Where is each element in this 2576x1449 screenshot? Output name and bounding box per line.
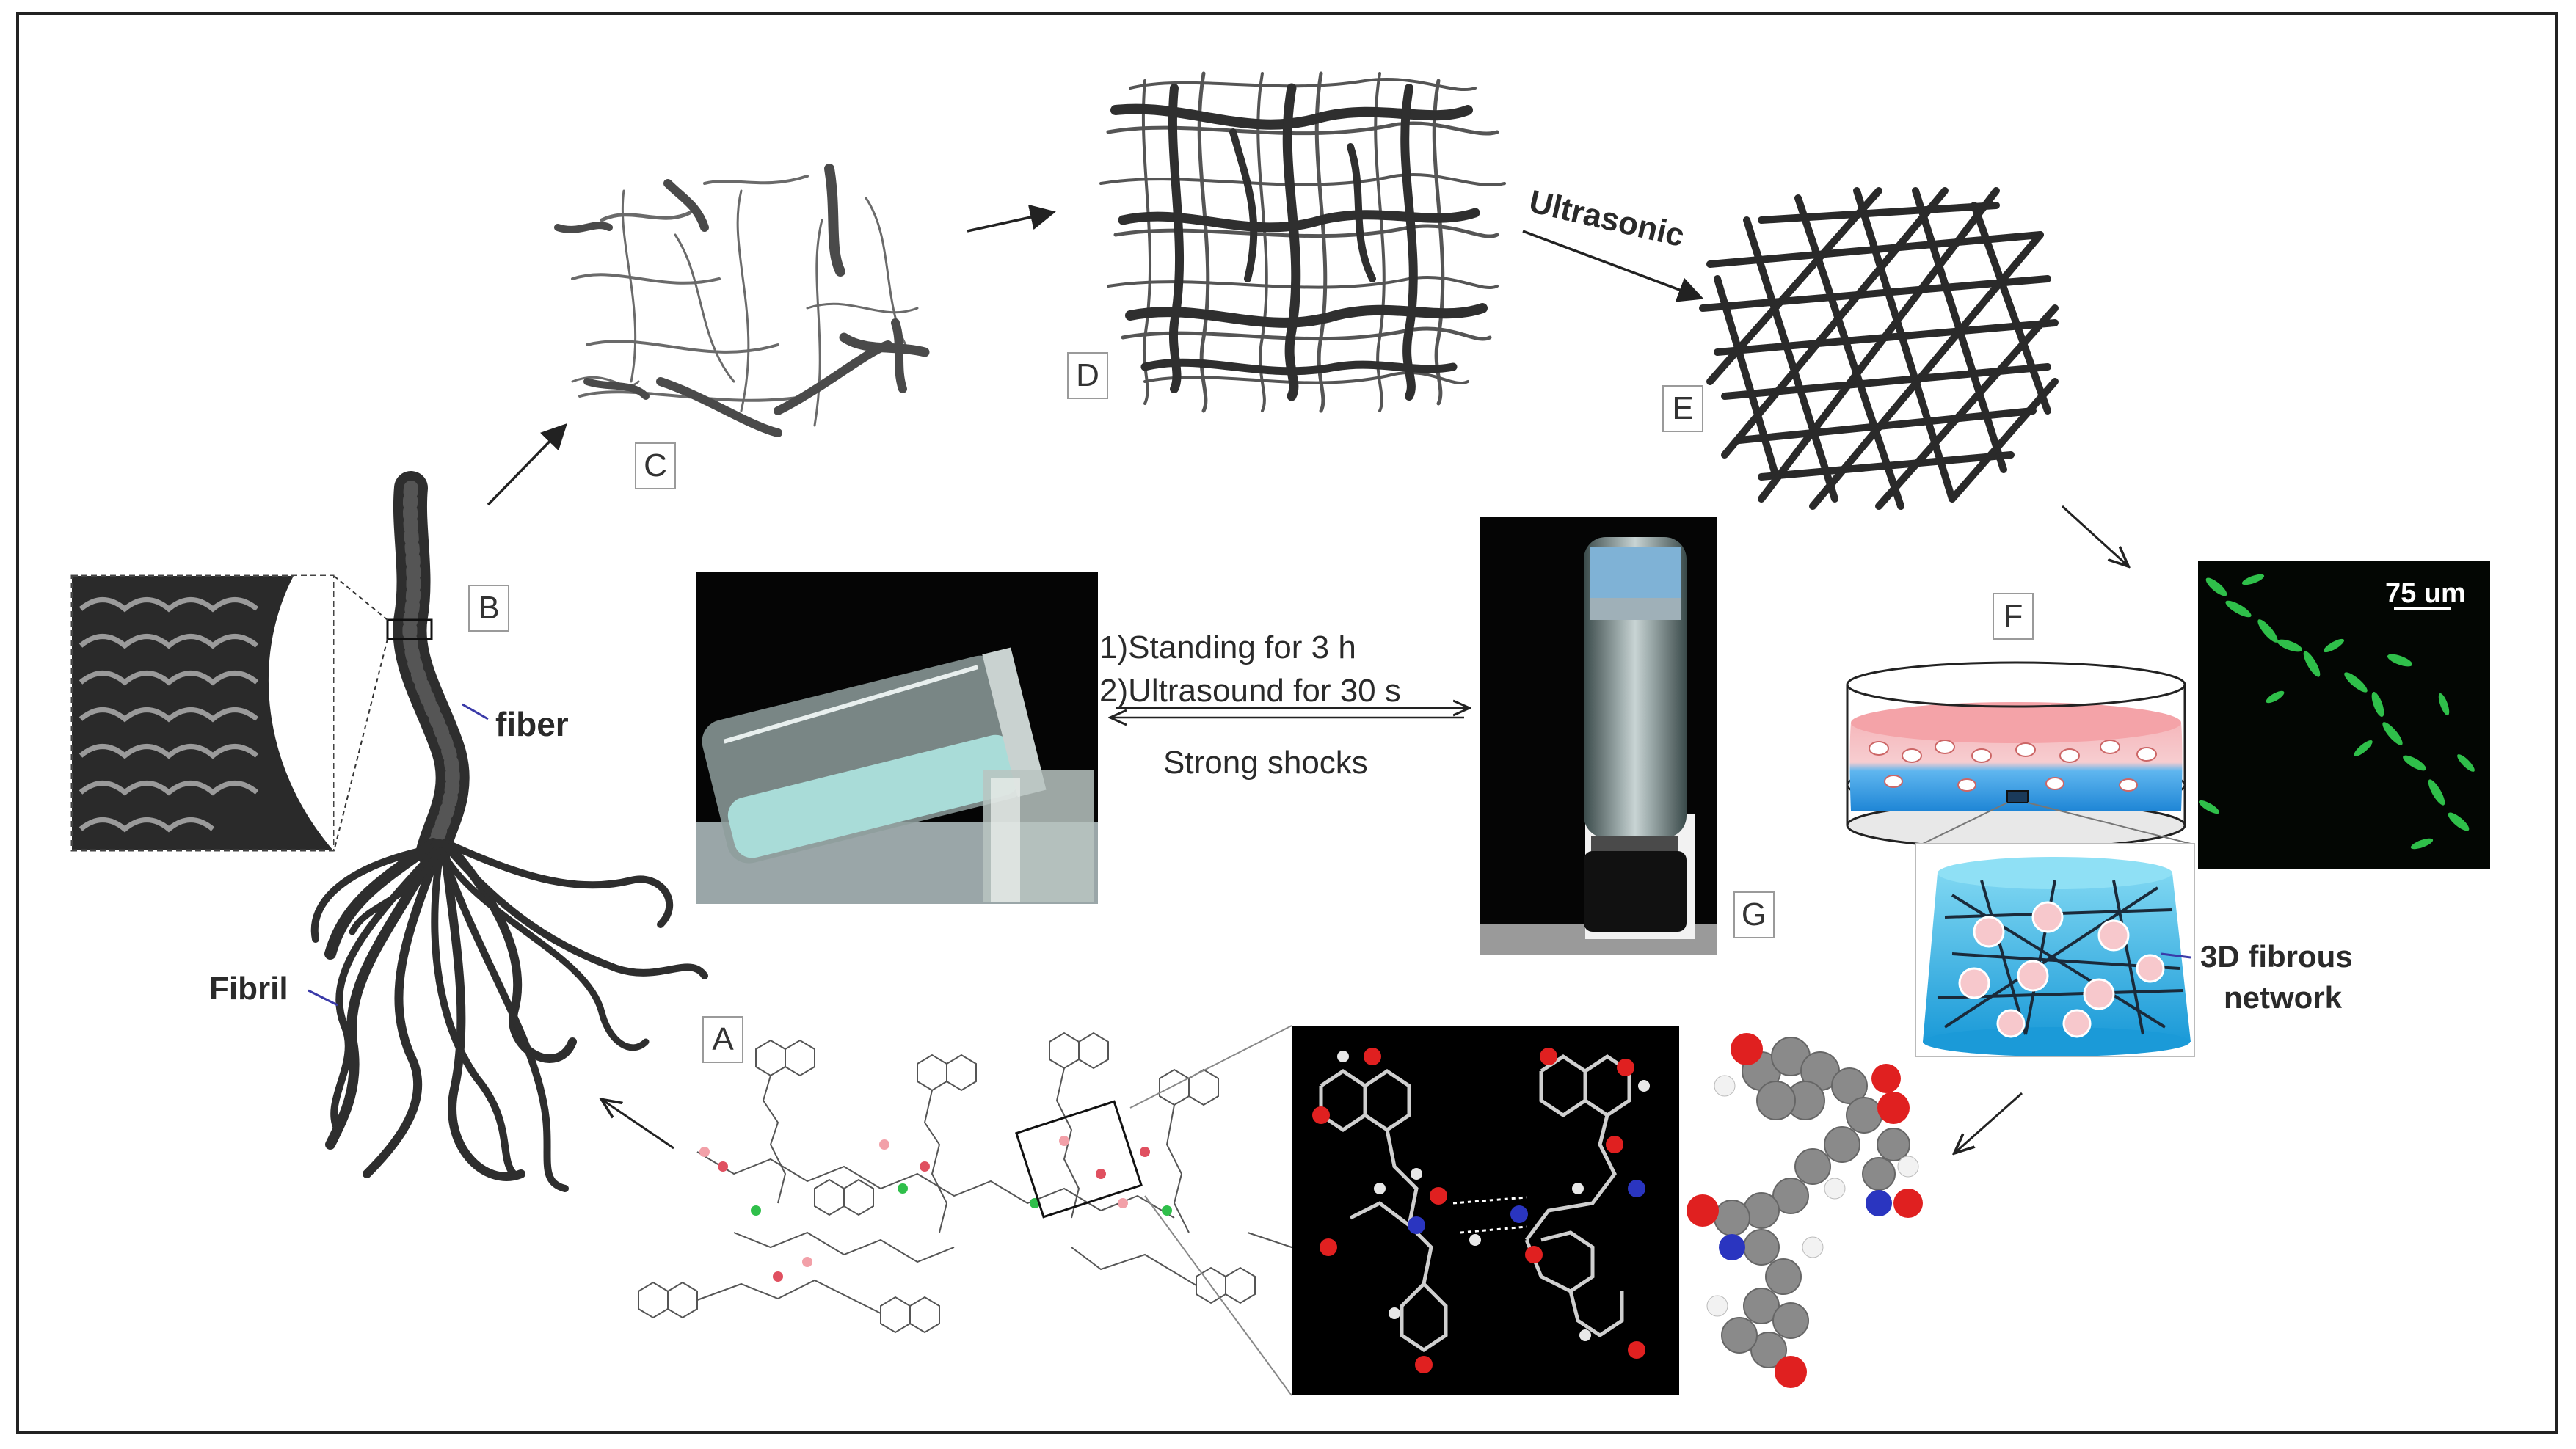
fibrous-network-zoom (1915, 843, 2195, 1057)
sparse-fiber-thick (554, 164, 930, 437)
vial-photo-gel (1480, 517, 1717, 955)
arrow-e-to-f (2061, 505, 2127, 565)
process-step-1: 1)Standing for 3 h (1099, 629, 1356, 665)
panel-label-g: G (1733, 891, 1775, 938)
fiber-zoom-inset (70, 574, 335, 852)
vial-photo-sol (696, 572, 1098, 904)
panel-label-d: D (1067, 352, 1108, 399)
zoom-region-marker (386, 618, 433, 640)
fiber-bundle-drawing (310, 471, 708, 1192)
arrow-d-to-e (1522, 230, 1704, 302)
hbond-region-marker (1014, 1100, 1143, 1219)
arrow-a-to-fibril (603, 1101, 674, 1150)
sparse-fiber-network (571, 175, 919, 427)
arrow-b-to-c (487, 423, 567, 506)
network-label-line1: 3D fibrous (2200, 939, 2353, 974)
process-step-2: 2)Ultrasound for 30 s (1099, 673, 1401, 709)
panel-label-b: B (468, 585, 509, 632)
fluorescence-micrograph (2198, 561, 2490, 869)
petri-dish-culture (1846, 661, 2191, 850)
panel-label-c: C (635, 442, 676, 489)
panel-label-e: E (1662, 385, 1703, 432)
entangled-fiber-mesh (1699, 187, 2059, 510)
network-label-line2: network (2224, 980, 2343, 1015)
scale-bar-label: 75 um (2385, 578, 2466, 609)
dense-fiber-bundles (1110, 83, 1488, 401)
process-reverse-label: Strong shocks (1163, 745, 1368, 781)
space-filling-model (1687, 1033, 1923, 1388)
panel-label-a: A (702, 1016, 743, 1063)
molecular-assembly-drawing (638, 1032, 1366, 1334)
fibril-label: Fibril (209, 971, 288, 1007)
arrow-c-to-d (967, 204, 1056, 233)
molecular-atom-highlights (699, 1136, 1172, 1282)
ball-and-stick-model (1292, 1026, 1679, 1395)
arrow-f-to-molecule (1956, 1092, 2023, 1152)
figure-border (16, 12, 2558, 1434)
fiber-label: fiber (495, 705, 569, 743)
panel-label-f: F (1993, 593, 2034, 640)
